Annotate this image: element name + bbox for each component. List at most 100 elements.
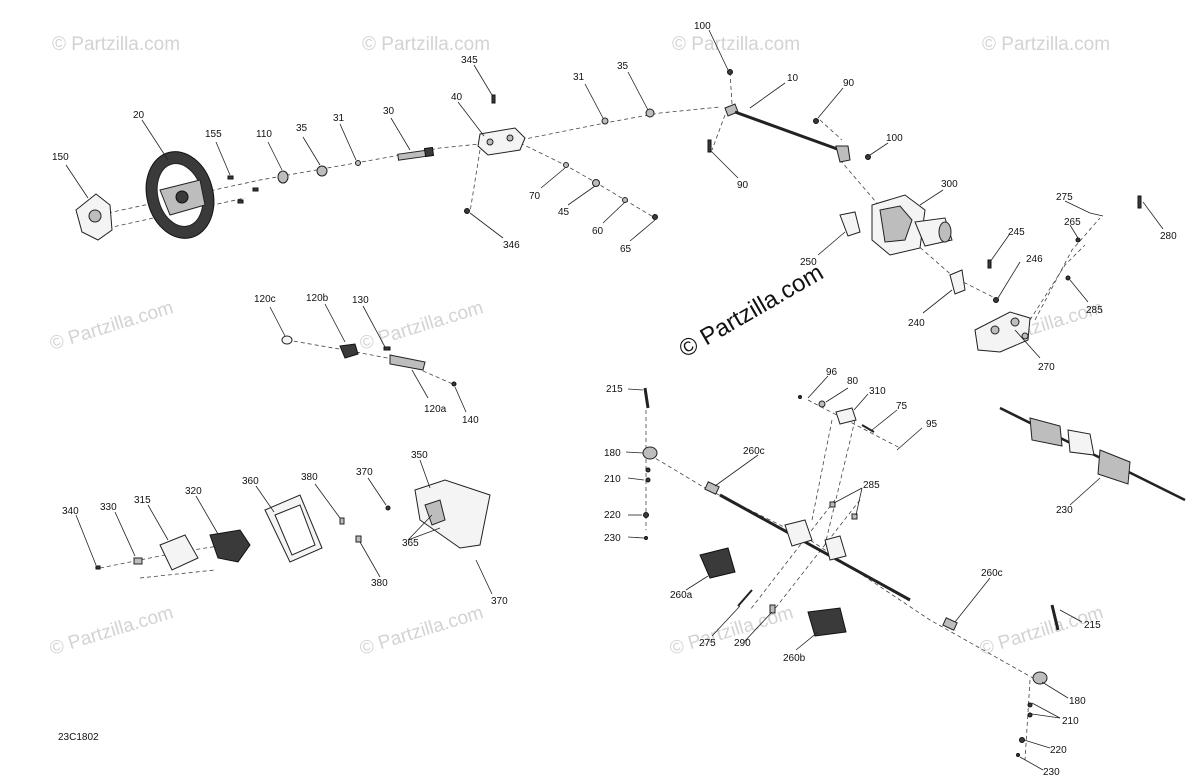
callout-label: 260c: [743, 446, 765, 457]
watermark: © Partzilla.com: [667, 602, 796, 660]
watermark: © Partzilla.com: [977, 602, 1106, 660]
watermark: © Partzilla.com: [982, 34, 1110, 55]
callout-label: 120b: [306, 293, 329, 304]
callout-label: 260a: [670, 590, 693, 601]
callout-label: 245: [1008, 227, 1025, 238]
callout-label: 31: [333, 113, 345, 124]
upper-shaft: [397, 146, 435, 161]
callout-label: 215: [1084, 620, 1101, 631]
callout-label: 270: [1038, 362, 1055, 373]
callout-label: 290: [734, 638, 751, 649]
watermark: © Partzilla.com: [672, 34, 800, 55]
callout-label: 340: [62, 506, 79, 517]
callout-label: 100: [886, 133, 903, 144]
callout-label: 220: [604, 510, 621, 521]
callout-label: 210: [604, 474, 621, 485]
boot-b: [807, 607, 847, 637]
callout-labels: 150 20 155 110 35 31 30 345 40 31 35 100…: [52, 21, 1177, 778]
callout-label: 20: [133, 110, 145, 121]
watermark: © Partzilla.com: [362, 34, 490, 55]
main-watermark: © Partzilla.com: [675, 259, 829, 363]
callout-label: 215: [606, 384, 623, 395]
steering-wheel: [145, 151, 215, 239]
callout-label: 250: [800, 257, 817, 268]
washer-part: [277, 170, 289, 184]
callout-label: 315: [134, 495, 151, 506]
callout-label: 360: [242, 476, 259, 487]
callout-label: 45: [558, 207, 570, 218]
diagram-code: 23C1802: [58, 732, 99, 743]
callout-label: 100: [694, 21, 711, 32]
small-bracket: [949, 269, 966, 295]
callout-label: 90: [843, 78, 855, 89]
callout-label: 10: [787, 73, 799, 84]
callout-label: 70: [529, 191, 541, 202]
callout-label: 110: [256, 129, 272, 140]
complete-rack-assembly: [999, 406, 1186, 502]
watermark: © Partzilla.com: [52, 34, 180, 55]
callout-label: 350: [411, 450, 428, 461]
callout-label: 300: [941, 179, 958, 190]
callout-label: 320: [185, 486, 202, 497]
callout-label: 120c: [254, 294, 276, 305]
callout-label: 35: [617, 61, 629, 72]
rear-bracket: [974, 311, 1031, 353]
callout-label: 230: [604, 533, 621, 544]
mount-bracket: [839, 211, 861, 237]
leader-lines: [65, 29, 1164, 771]
watermark: © Partzilla.com: [357, 602, 486, 660]
dash-cluster-group: [95, 479, 491, 579]
callout-label: 260c: [981, 568, 1003, 579]
callout-label: 285: [1086, 305, 1103, 316]
steering-rack: [719, 493, 911, 602]
callout-label: 80: [847, 376, 859, 387]
callout-label: 310: [869, 386, 886, 397]
callout-label: 155: [205, 129, 222, 140]
callout-label: 40: [451, 92, 463, 103]
callout-label: 380: [301, 472, 318, 483]
callout-label: 65: [620, 244, 632, 255]
callout-label: 230: [1043, 767, 1060, 778]
callout-label: 180: [1069, 696, 1086, 707]
callout-label: 330: [100, 502, 117, 513]
watermark: © Partzilla.com: [357, 297, 486, 355]
callout-label: 150: [52, 152, 69, 163]
callout-label: 285: [863, 480, 880, 491]
callout-label: 31: [573, 72, 585, 83]
callout-label: 210: [1062, 716, 1079, 727]
intermediate-shaft: [724, 103, 851, 163]
callout-label: 220: [1050, 745, 1067, 756]
watermark: © Partzilla.com: [47, 297, 176, 355]
watermark: © Partzilla.com: [47, 602, 176, 660]
callout-label: 95: [926, 419, 938, 430]
callout-label: 130: [352, 295, 369, 306]
power-steering-unit: [871, 194, 953, 256]
callout-label: 275: [699, 638, 716, 649]
column-bracket: [477, 127, 526, 156]
boot-a: [699, 547, 736, 579]
callout-label: 96: [826, 367, 838, 378]
callout-label: 346: [503, 240, 520, 251]
callout-label: 60: [592, 226, 604, 237]
callout-label: 260b: [783, 653, 806, 664]
tie-rod-end: [642, 446, 658, 460]
callout-label: 30: [383, 106, 395, 117]
upper-housing: [414, 479, 491, 549]
callout-label: 370: [356, 467, 373, 478]
callout-label: 345: [461, 55, 478, 66]
callout-label: 280: [1160, 231, 1177, 242]
callout-label: 380: [371, 578, 388, 589]
nut-part: [316, 165, 328, 177]
steering-column-group: [75, 69, 1142, 353]
callout-label: 365: [402, 538, 419, 549]
callout-label: 180: [604, 448, 621, 459]
callout-label: 240: [908, 318, 925, 329]
switch-module: [209, 529, 251, 563]
callout-label: 140: [462, 415, 479, 426]
callout-label: 230: [1056, 505, 1073, 516]
callout-label: 246: [1026, 254, 1043, 265]
callout-label: 90: [737, 180, 749, 191]
callout-label: 75: [896, 401, 908, 412]
callout-label: 370: [491, 596, 508, 607]
